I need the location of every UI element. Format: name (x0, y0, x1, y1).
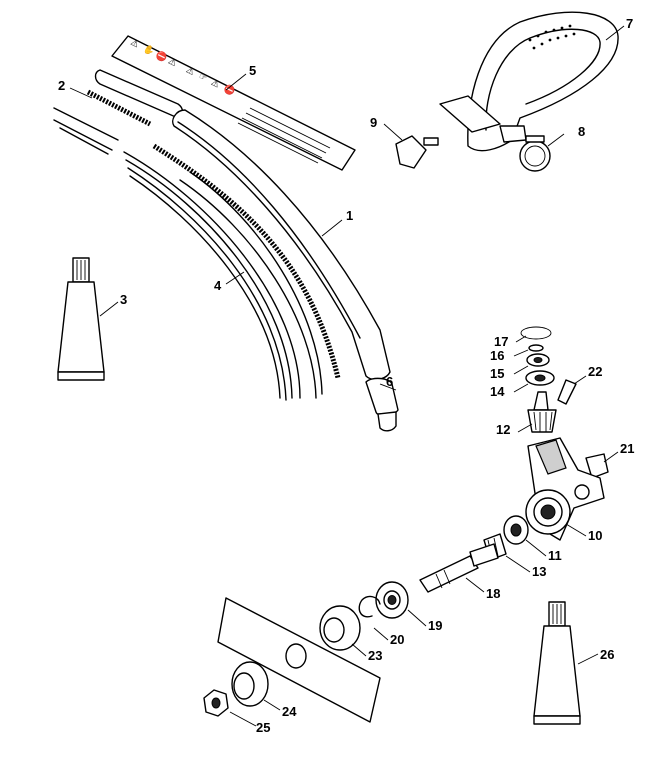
mounting-nut (203, 689, 229, 717)
callout-9: 9 (370, 115, 377, 130)
callout-24: 24 (282, 704, 297, 719)
drive-tube (94, 69, 391, 381)
callout-21: 21 (620, 441, 634, 456)
callout-26: 26 (600, 647, 614, 662)
callout-8: 8 (578, 124, 585, 139)
callout-14: 14 (490, 384, 505, 399)
flexible-shaft (86, 89, 341, 379)
gear-stack-top (520, 326, 557, 433)
callout-5: 5 (249, 63, 256, 78)
loop-handle-icon (439, 11, 619, 152)
handle-clamp (519, 135, 551, 172)
callout-16: 16 (490, 348, 504, 363)
callout-4: 4 (214, 278, 222, 293)
tube-plug (365, 377, 399, 432)
plug-screw (585, 453, 609, 479)
callout-23: 23 (368, 648, 382, 663)
output-shaft (419, 543, 499, 593)
callout-3: 3 (120, 292, 127, 307)
screw-22 (557, 379, 577, 405)
warning-symbol: ☞ (197, 72, 209, 85)
callout-6: 6 (386, 374, 393, 389)
warning-decal: ⚠ ✋ ⛔ ⚠ ⚠ ☞ ⚠ ⛔ (111, 35, 356, 171)
wing-screw (395, 135, 439, 169)
callout-22: 22 (588, 364, 602, 379)
warning-symbol: ⚠ (209, 78, 221, 91)
shaft-liner (53, 107, 323, 401)
callout-17: 17 (494, 334, 508, 349)
bearing-19 (375, 581, 409, 619)
circlip (358, 595, 381, 618)
callout-2: 2 (58, 78, 65, 93)
callout-10: 10 (588, 528, 602, 543)
grip-dots (528, 24, 576, 50)
callout-7: 7 (626, 16, 633, 31)
thrust-washer (231, 661, 269, 707)
blade-icon (217, 597, 381, 723)
callout-13: 13 (532, 564, 546, 579)
warning-symbol: ⚠ (129, 38, 141, 51)
callout-25: 25 (256, 720, 270, 735)
warning-symbol: ⚠ (184, 65, 196, 78)
grease-tube-icon (57, 257, 105, 381)
bearing-11 (503, 515, 529, 545)
gear-head-icon (525, 437, 605, 541)
grease-tube-icon (533, 601, 581, 725)
thrust-plate (319, 605, 361, 651)
callout-20: 20 (390, 632, 404, 647)
callout-11: 11 (548, 548, 562, 563)
warning-symbol: ⚠ (166, 56, 178, 69)
callout-labels: 1 2 3 4 5 6 7 8 9 10 11 12 13 14 15 16 1… (58, 16, 634, 735)
callout-15: 15 (490, 366, 504, 381)
callout-12: 12 (496, 422, 510, 437)
callout-1: 1 (346, 208, 353, 223)
callout-18: 18 (486, 586, 500, 601)
leader-lines (69, 25, 625, 727)
callout-19: 19 (428, 618, 442, 633)
